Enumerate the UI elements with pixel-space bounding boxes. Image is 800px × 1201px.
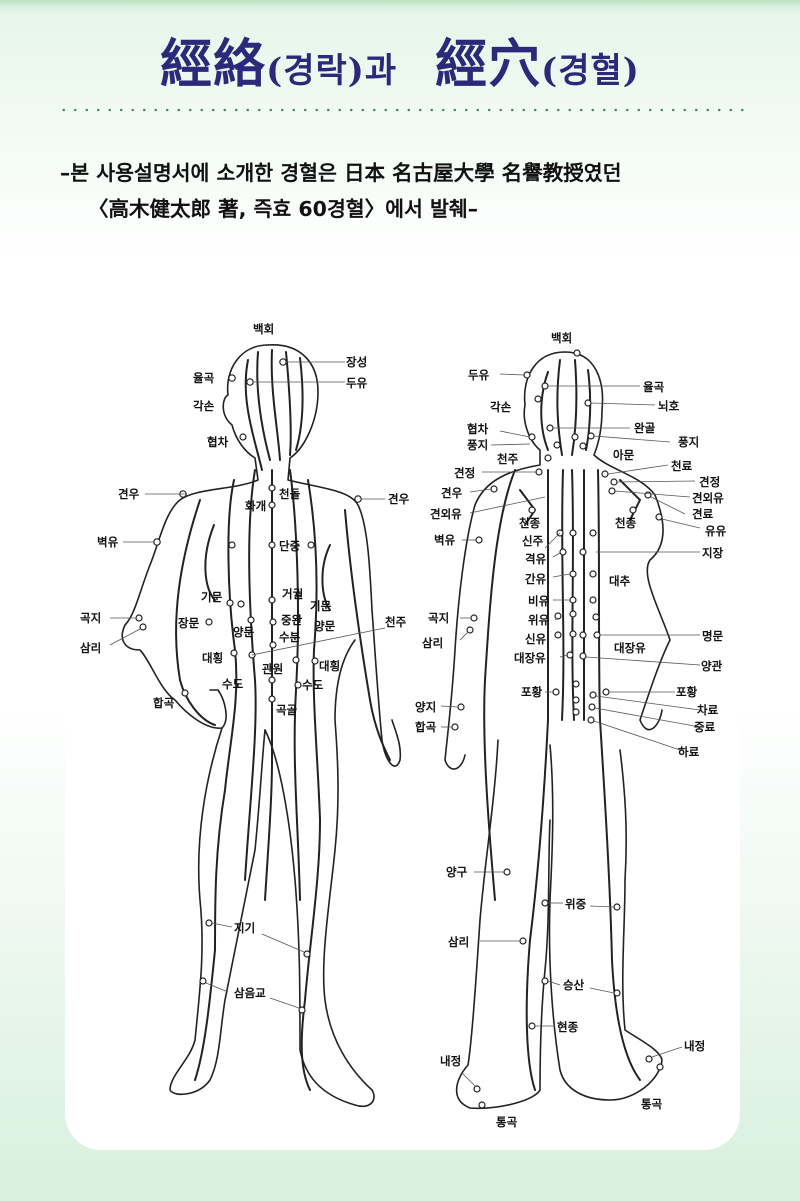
label-hapgok: 합곡: [153, 696, 175, 710]
label-myeongmun: 명문: [702, 629, 724, 643]
label-naejeong-right: 내정: [684, 1039, 705, 1053]
label-cheonjong-right: 천종: [615, 516, 637, 530]
label-pohwang-right: 포황: [676, 685, 698, 699]
label-gyeonu-left: 견우: [118, 487, 140, 501]
label-yanggwan: 양관: [701, 659, 723, 673]
label-sameumgyo: 삼음교: [234, 986, 266, 1000]
label-cheonjong-left: 천종: [519, 516, 541, 530]
label-hyeopcha-back: 협차: [467, 422, 489, 436]
label-pungji-left: 풍지: [467, 438, 488, 452]
label-subun: 수분: [279, 630, 301, 644]
back-figure: 백회 두유 율곡 각손 뇌호 협차 완골 풍지 풍지 천주 아문 천료 견정 견…: [415, 331, 727, 1129]
label-sinyu: 신유: [525, 632, 547, 646]
label-daejangyu-left: 대장유: [514, 651, 546, 665]
label-pohwang-left: 포황: [521, 685, 543, 699]
label-gyeonu-back: 견우: [441, 486, 463, 500]
label-gwanwon: 관원: [262, 662, 283, 676]
label-cheonju-back: 천주: [497, 452, 519, 466]
title-acupoint-hanja: 經穴: [435, 34, 542, 95]
label-daechu: 대추: [609, 574, 631, 588]
label-yangji: 양지: [415, 700, 436, 714]
label-gyeonu-right: 견우: [388, 492, 410, 506]
label-gyeonjeong-right: 견정: [699, 475, 720, 489]
title-meridian-hangul: (경락)과: [266, 51, 398, 91]
label-gimun-right: 기문: [310, 599, 332, 613]
label-yanggu: 양구: [446, 865, 468, 879]
label-byeokyu: 벽유: [97, 535, 119, 549]
label-jigi: 지기: [234, 921, 255, 935]
label-hyeopcha: 협차: [207, 435, 229, 449]
label-sudo-left: 수도: [222, 677, 244, 691]
label-wiyu: 위유: [528, 613, 550, 627]
label-jangmun: 장문: [178, 616, 200, 630]
source-note-line1: –본 사용설명서에 소개한 경혈은 日本 名古屋大學 名譽教授였던: [60, 161, 622, 185]
label-gyeonoeyu-left: 견외유: [430, 507, 462, 521]
label-samni: 삼리: [80, 641, 101, 655]
label-hyeonjong: 현종: [557, 1020, 579, 1034]
label-wijung: 위중: [565, 897, 587, 911]
label-duyu-back: 두유: [468, 368, 490, 382]
label-cheondol: 천돌: [279, 487, 301, 501]
label-hapgok-back: 합곡: [415, 720, 437, 734]
label-byeokyu-back: 벽유: [434, 533, 456, 547]
label-samni-arm: 삼리: [422, 636, 443, 650]
label-geogwol: 거궐: [282, 587, 303, 601]
label-gokgol: 곡골: [276, 703, 298, 717]
label-sudo-right: 수도: [302, 678, 324, 692]
label-tonggok-right: 통곡: [641, 1097, 663, 1111]
label-gokji: 곡지: [80, 611, 101, 625]
label-jijang: 지장: [702, 546, 724, 560]
label-gakson: 각손: [193, 399, 215, 413]
label-danjung: 단중: [279, 539, 301, 553]
label-baekhoe: 백회: [253, 322, 274, 336]
label-charyo: 차료: [697, 703, 719, 717]
label-gyeonoeyu-right: 견외유: [692, 491, 724, 505]
title-acupoint-hangul: (경혈): [541, 51, 640, 91]
label-sinju: 신주: [522, 534, 544, 548]
label-cheonryo: 천료: [671, 459, 693, 473]
label-gyeonryo: 견료: [692, 507, 714, 521]
label-pungji-right: 풍지: [678, 435, 699, 449]
label-yuyu: 유유: [705, 524, 727, 538]
label-yangmun-right: 양문: [314, 619, 336, 633]
label-hwagae: 화개: [245, 499, 266, 513]
label-jungwan: 중완: [281, 613, 303, 627]
label-gyeonjeong-left: 견정: [454, 466, 475, 480]
label-ganyu: 간유: [525, 572, 547, 586]
source-note-line2: 〈高木健太郎 著, 즉효 60경혈〉에서 발췌–: [88, 197, 478, 221]
source-note: –본 사용설명서에 소개한 경혈은 日本 名古屋大學 名譽教授였던 〈高木健太郎…: [60, 155, 621, 227]
label-cheonju: 천주: [385, 615, 407, 629]
label-gimun-left: 기문: [201, 590, 223, 604]
label-gokji-back: 곡지: [428, 611, 449, 625]
title-meridian-hanja: 經絡: [160, 34, 267, 95]
label-yangmun-left: 양문: [233, 625, 255, 639]
label-baekhoe-back: 백회: [551, 331, 572, 345]
label-yulgok: 율곡: [193, 371, 215, 385]
label-wangol: 완골: [634, 421, 656, 435]
dotted-divider: [58, 108, 746, 112]
label-noeho: 뇌호: [658, 399, 680, 413]
label-jungryo: 중료: [694, 720, 716, 734]
label-daehoeng-right: 대횡: [319, 659, 340, 673]
label-tonggok-left: 통곡: [496, 1115, 518, 1129]
label-biyu: 비유: [528, 594, 550, 608]
label-gyeokyu: 격유: [525, 552, 547, 566]
label-amun: 아문: [613, 448, 635, 462]
label-daehoeng-left: 대횡: [202, 651, 223, 665]
front-figure: 백회 장성 율곡 두유 각손 협차 견우 견우 천돌 화개 벽유 단중 거궐 기…: [80, 322, 410, 1108]
label-yulgok-back: 율곡: [643, 380, 665, 394]
label-samni-leg: 삼리: [448, 935, 469, 949]
label-duyu: 두유: [346, 376, 368, 390]
label-haryo: 하료: [678, 745, 700, 759]
label-daejangyu-right: 대장유: [614, 641, 646, 655]
label-gakson-back: 각손: [490, 400, 512, 414]
label-naejeong-left: 내정: [440, 1054, 461, 1068]
page-title: 經絡(경락)과 經穴(경혈): [0, 22, 800, 97]
label-jangseong: 장성: [346, 355, 367, 369]
label-seungsan: 승산: [563, 978, 585, 992]
